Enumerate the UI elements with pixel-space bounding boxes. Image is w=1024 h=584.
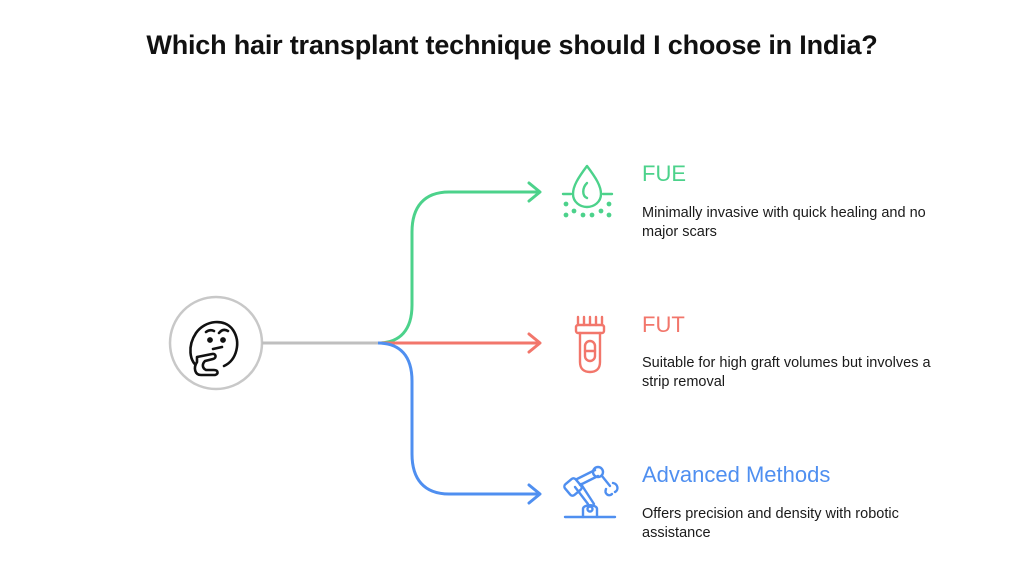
fue-branch-line <box>377 190 538 345</box>
option-fue-title: FUE <box>642 161 686 186</box>
option-advanced-description: Offers precision and density with roboti… <box>642 506 899 541</box>
fue-arrowhead <box>527 181 542 203</box>
diagram-title: Which hair transplant technique should I… <box>146 30 878 60</box>
hair-trimmer-icon <box>574 315 606 374</box>
advanced-branch-line <box>377 341 538 496</box>
fut-arrowhead <box>527 332 542 354</box>
option-advanced-title: Advanced Methods <box>642 462 831 487</box>
option-fut-description: Suitable for high graft volumes but invo… <box>642 355 931 390</box>
robotic-arm-icon <box>563 465 619 519</box>
option-fut-title: FUT <box>642 312 685 337</box>
option-fue-description: Minimally invasive with quick healing an… <box>642 205 926 240</box>
advanced-arrowhead <box>527 483 542 505</box>
center-node <box>168 295 264 391</box>
hair-follicle-icon <box>561 164 614 218</box>
thinking-face-icon <box>189 320 239 377</box>
